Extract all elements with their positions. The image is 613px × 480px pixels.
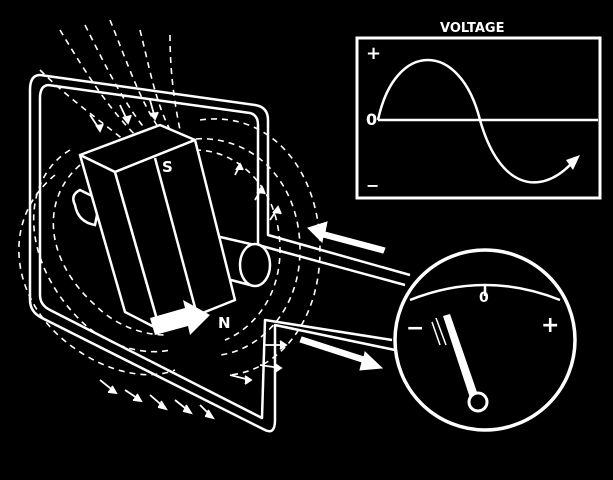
loop-outer-left [28, 73, 396, 433]
loop-outer [39, 73, 411, 277]
loop-inner [47, 83, 406, 287]
field-line [39, 69, 131, 146]
field-arrow [229, 374, 253, 385]
rotation-arrow [150, 300, 210, 335]
current-arrow-out [299, 336, 384, 371]
field-arrow [149, 394, 168, 411]
south-pole-label: S [162, 158, 173, 176]
field-arrow [234, 162, 244, 176]
field-line [59, 29, 141, 141]
meter-zero-label: 0 [479, 290, 489, 306]
meter-minus-label: − [406, 316, 425, 341]
field-arrow [254, 185, 266, 201]
voltage-sine-wave [376, 58, 571, 184]
needle-pointer [443, 314, 478, 398]
field-line [84, 24, 151, 136]
magnet-divider [153, 157, 199, 316]
graph-minus-label: − [366, 176, 380, 195]
field-line [109, 19, 161, 131]
field-line [18, 174, 176, 376]
graph-zero-label: 0 [366, 110, 378, 129]
bar-magnet [78, 123, 237, 332]
field-line [52, 164, 166, 336]
graph-title: VOLTAGE [440, 21, 505, 36]
field-arrow [89, 114, 104, 133]
meter-face [393, 248, 577, 432]
field-arrow [124, 389, 143, 403]
current-arrows [299, 221, 386, 371]
loop-inner-left [38, 83, 393, 420]
field-line [169, 34, 181, 131]
field-arrow [269, 205, 282, 221]
field-line [139, 29, 171, 131]
galvanometer [393, 248, 577, 432]
meter-needle [443, 314, 489, 413]
graph-plus-label: + [366, 43, 382, 64]
voltage-graph [355, 36, 602, 200]
axle-end [238, 242, 272, 288]
field-arrow [119, 104, 132, 125]
current-arrow-in [307, 221, 386, 254]
field-arrow [149, 99, 159, 121]
field-arrow [174, 399, 193, 415]
wave-arrowhead [566, 155, 580, 170]
meter-plus-label: + [541, 313, 560, 338]
armature-loop [28, 73, 411, 433]
graph-frame [355, 36, 602, 200]
needle-pivot [467, 391, 489, 413]
field-arrow [99, 379, 118, 395]
field-arrow [199, 404, 215, 420]
needle-motion-blur [431, 317, 447, 346]
north-pole-label: N [218, 314, 231, 332]
